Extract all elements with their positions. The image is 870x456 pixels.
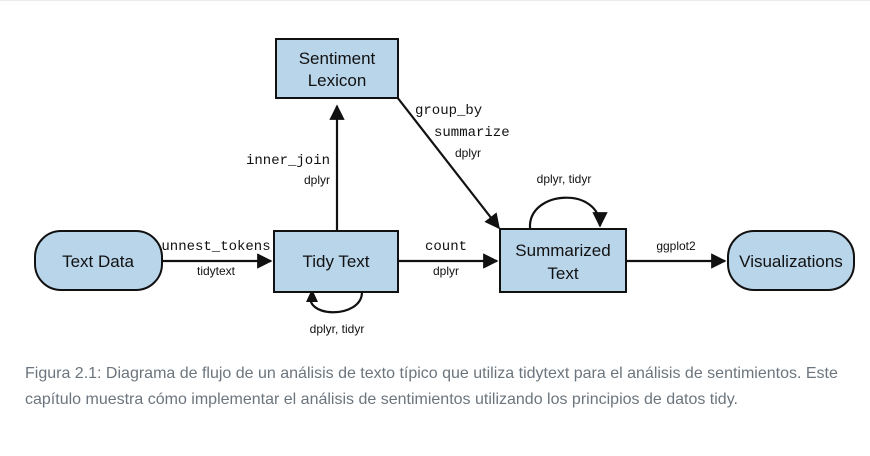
sentiment-lexicon-line1: Sentiment bbox=[299, 49, 376, 68]
text-data-label: Text Data bbox=[62, 252, 134, 271]
edge-label-summarize: summarize bbox=[434, 125, 510, 141]
edge-label-count-dplyr: dplyr bbox=[433, 264, 459, 278]
sentiment-lexicon-line2: Lexicon bbox=[308, 71, 367, 90]
visualizations-label: Visualizations bbox=[739, 252, 843, 271]
node-text-data: Text Data bbox=[34, 230, 163, 291]
edge-label-summarize-dplyr: dplyr bbox=[455, 146, 481, 160]
node-sentiment-lexicon: Sentiment Lexicon bbox=[275, 38, 399, 99]
tidy-text-label: Tidy Text bbox=[302, 252, 369, 271]
tidy-loop-arrowhead bbox=[306, 289, 318, 302]
edge-summarized-loop bbox=[528, 196, 608, 229]
flowchart-diagram: Sentiment Lexicon Text Data Tidy Text Su… bbox=[34, 38, 855, 336]
edge-label-inner-join: inner_join bbox=[246, 153, 330, 169]
top-divider bbox=[0, 0, 870, 1]
edge-label-tidy-loop: dplyr, tidyr bbox=[310, 322, 365, 336]
edge-label-tidytext: tidytext bbox=[197, 264, 236, 278]
summarized-text-line1: Summarized bbox=[515, 241, 610, 260]
node-visualizations: Visualizations bbox=[727, 230, 855, 291]
edge-label-summarized-loop: dplyr, tidyr bbox=[537, 172, 592, 186]
figure-caption: Figura 2.1: Diagrama de flujo de un anál… bbox=[25, 365, 838, 408]
edge-label-inner-join-dplyr: dplyr bbox=[304, 173, 330, 187]
edge-label-count: count bbox=[425, 239, 467, 255]
edge-label-unnest-tokens: unnest_tokens bbox=[161, 239, 270, 255]
edge-lexicon-to-summarized bbox=[396, 96, 500, 230]
summarized-text-line2: Text bbox=[547, 264, 578, 283]
edge-label-ggplot2: ggplot2 bbox=[656, 239, 696, 253]
node-tidy-text: Tidy Text bbox=[273, 230, 399, 293]
edge-label-group-by: group_by bbox=[415, 103, 482, 119]
node-summarized-text: Summarized Text bbox=[499, 228, 627, 293]
